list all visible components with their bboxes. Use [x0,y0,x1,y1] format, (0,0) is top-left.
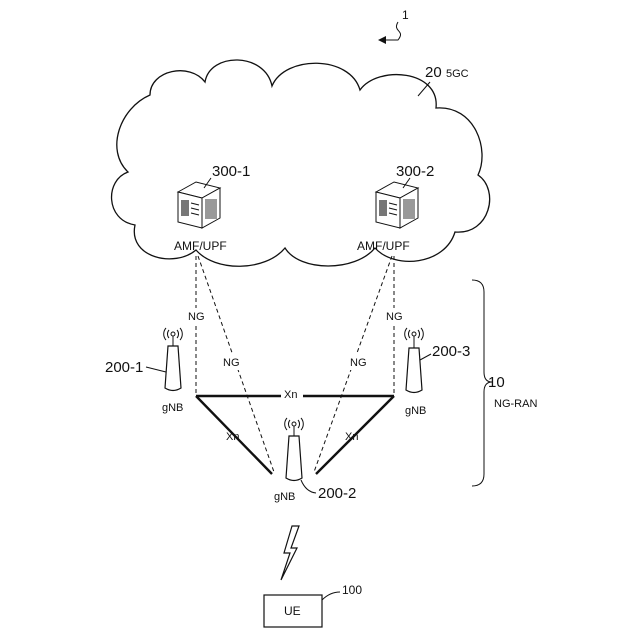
server-icon [376,182,418,228]
figure-ref-arrow [384,22,401,40]
xn-label-left: Xn [226,431,239,443]
ue-ref-label: 100 [342,583,362,597]
gnb-1-ref-label: 200-1 [105,359,143,376]
core-name-label: 5GC [446,68,469,80]
antenna-icon [164,328,183,391]
server-2-ref-label: 300-2 [396,163,434,180]
xn-label-right: Xn [345,431,358,443]
server-icon [178,182,220,228]
figure-ref-label: 1 [402,8,409,22]
ue-ref-leader [322,592,340,600]
gnb-1-label: gNB [162,402,183,414]
server-2-label: AMF/UPF [357,239,410,253]
server-1-ref-label: 300-1 [212,163,250,180]
gnb-1-ref-leader [146,367,166,372]
gnb-2-ref-leader [301,480,316,493]
ran-ref-label: 10 [488,374,505,391]
gnb-3-ref-label: 200-3 [432,343,470,360]
gnb-2-ref-label: 200-2 [318,485,356,502]
ng-label-1: NG [188,311,205,323]
ue-label: UE [284,604,301,618]
gnb-3-ref-leader [420,354,431,360]
ng-label-2: NG [223,357,240,369]
ng-label-3: NG [350,357,367,369]
lightning-icon [281,526,299,580]
server-1-label: AMF/UPF [174,239,227,253]
ran-name-label: NG-RAN [494,398,537,410]
core-ref-label: 20 [425,64,442,81]
gnb-3-label: gNB [405,405,426,417]
xn-label-top: Xn [284,389,297,401]
figure-ref-arrowhead [378,36,386,44]
ng-label-4: NG [386,311,403,323]
antenna-icon [285,418,304,481]
gnb-2-label: gNB [274,491,295,503]
